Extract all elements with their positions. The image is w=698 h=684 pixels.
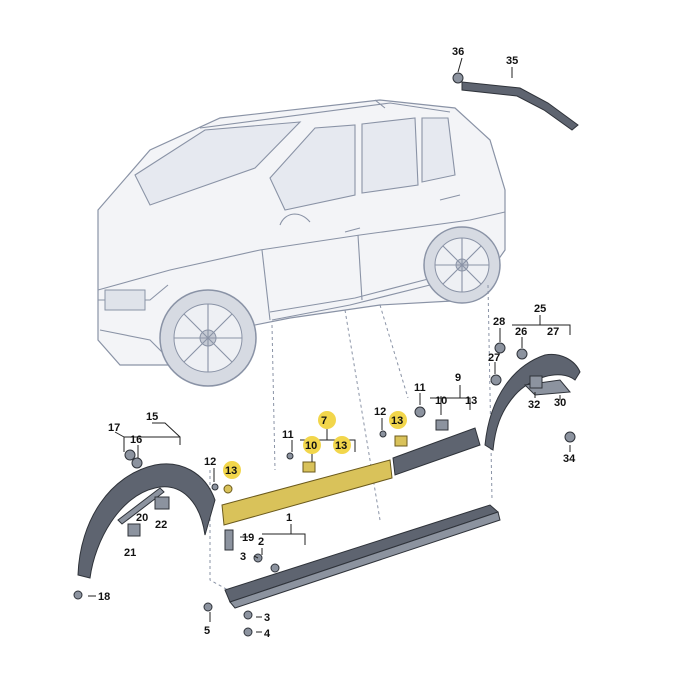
label-36: 36 bbox=[452, 46, 464, 58]
callout-labels: 36 35 17 16 15 20 22 21 18 12 13 19 11 7… bbox=[98, 46, 576, 640]
highlight-7 bbox=[318, 411, 336, 429]
label-18: 18 bbox=[98, 591, 110, 603]
label-19: 19 bbox=[242, 532, 254, 544]
label-2: 2 bbox=[258, 536, 264, 548]
label-13c: 13 bbox=[335, 440, 347, 452]
label-20: 20 bbox=[136, 512, 148, 524]
label-28: 28 bbox=[493, 316, 505, 328]
sill-panel-1 bbox=[224, 504, 501, 609]
small-parts bbox=[73, 342, 576, 637]
roof-trim-35 bbox=[452, 72, 579, 131]
label-11b: 11 bbox=[414, 382, 426, 394]
label-35: 35 bbox=[506, 55, 518, 67]
highlight-13d bbox=[389, 411, 407, 429]
door-trim-9 bbox=[392, 427, 481, 476]
label-13d: 13 bbox=[391, 415, 403, 427]
highlight-13c bbox=[333, 436, 351, 454]
label-10a: 10 bbox=[305, 440, 317, 452]
highlight-circles bbox=[223, 411, 407, 479]
label-25: 25 bbox=[534, 303, 546, 315]
label-13a: 13 bbox=[225, 465, 237, 477]
label-3b: 3 bbox=[264, 612, 270, 624]
label-21: 21 bbox=[124, 547, 136, 559]
label-30: 30 bbox=[554, 397, 566, 409]
label-17: 17 bbox=[108, 422, 120, 434]
rear-wheel bbox=[423, 226, 501, 304]
label-11a: 11 bbox=[282, 429, 294, 441]
label-15: 15 bbox=[146, 411, 158, 423]
label-13b: 13 bbox=[465, 395, 477, 407]
front-wheel bbox=[159, 289, 257, 387]
label-10b: 10 bbox=[435, 395, 447, 407]
wheel-arch-25 bbox=[484, 353, 581, 451]
label-27b: 27 bbox=[488, 352, 500, 364]
label-1: 1 bbox=[286, 512, 292, 524]
label-12b: 12 bbox=[374, 406, 386, 418]
label-3a: 3 bbox=[240, 551, 246, 563]
label-16: 16 bbox=[130, 434, 142, 446]
wheel-arch-15 bbox=[77, 463, 216, 579]
door-trim-7 bbox=[221, 459, 393, 526]
label-22: 22 bbox=[155, 519, 167, 531]
label-7: 7 bbox=[321, 415, 327, 427]
label-9: 9 bbox=[455, 372, 461, 384]
highlight-10 bbox=[303, 436, 321, 454]
label-4: 4 bbox=[264, 628, 271, 640]
label-5: 5 bbox=[204, 625, 210, 637]
label-12a: 12 bbox=[204, 456, 216, 468]
label-26: 26 bbox=[515, 326, 527, 338]
label-34: 34 bbox=[563, 453, 576, 465]
highlight-13a bbox=[223, 461, 241, 479]
label-32: 32 bbox=[528, 399, 540, 411]
label-27a: 27 bbox=[547, 326, 559, 338]
